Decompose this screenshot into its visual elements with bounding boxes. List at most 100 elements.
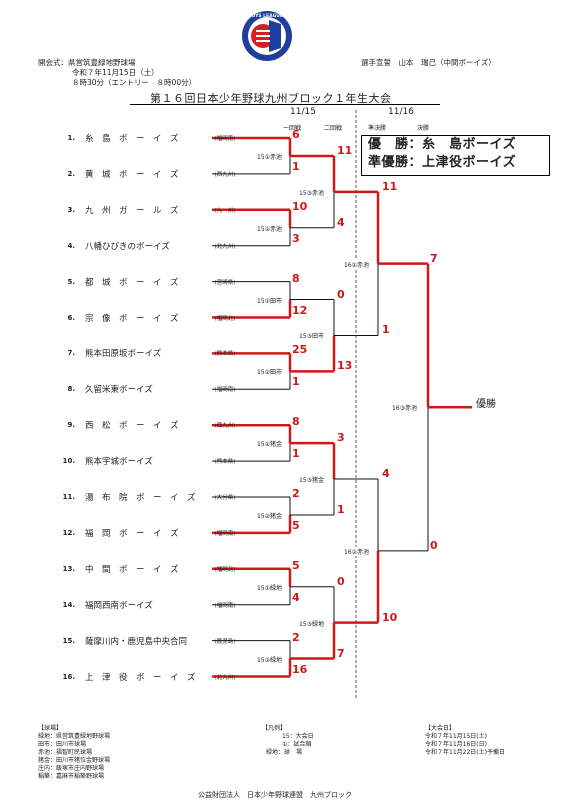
team-prefecture: (福岡南) xyxy=(214,602,236,609)
team-row: 14. 福岡西南ボーイズ (福岡南) xyxy=(55,599,243,611)
sf-venue: 16②赤池 xyxy=(344,546,370,556)
r2-venue: 15③田市 xyxy=(299,331,325,341)
team-prefecture: (福岡北) xyxy=(214,315,236,322)
r2-score: 0 xyxy=(337,574,345,588)
team-name: 宗 像 ボ ー イ ズ xyxy=(85,313,179,324)
r2-score: 4 xyxy=(337,215,345,229)
sf-score: 10 xyxy=(382,610,398,624)
team-number: 13. xyxy=(62,564,75,573)
footer-venue-item: 猪金：田川市猪位金野球場 xyxy=(38,757,111,764)
sf-venue: 16①赤池 xyxy=(344,259,370,269)
opening-date: 令和７年11月15日（土） xyxy=(72,68,159,77)
team-name: 糸 島 ボ ー イ ズ xyxy=(85,134,179,144)
team-number: 11. xyxy=(62,493,75,501)
runner-up-line: 準優勝：上津役ボーイズ xyxy=(368,155,517,170)
r1-venue: 15①赤池 xyxy=(257,151,283,161)
header-left: 開会式：県営筑豊緑地野球場 令和７年11月15日（土） ８時30分（エントリー … xyxy=(38,58,196,88)
team-name: 都 城 ボ ー イ ズ xyxy=(85,277,179,288)
logo-text: BOYS LEAGUE xyxy=(248,14,284,19)
team-row: 10.熊本宇城ボーイズ(熊本県) xyxy=(55,455,243,467)
team-number: 8. xyxy=(67,385,75,394)
team-row: 12.福 岡 ボ ー イ ズ(福岡南) xyxy=(55,527,243,539)
team-prefecture: (大分県) xyxy=(214,495,236,501)
winners-box: 優 勝：糸 島ボーイズ 準優勝：上津役ボーイズ xyxy=(361,135,550,176)
r1-score: 1 xyxy=(292,375,300,389)
team-prefecture: (九 州) xyxy=(214,207,236,214)
team-row: 5.都 城 ボ ー イ ズ(宮崎県) xyxy=(55,276,243,288)
team-prefecture: (北九州) xyxy=(214,243,236,250)
team-prefecture: (熊本県) xyxy=(214,351,236,358)
final-score: 7 xyxy=(430,251,438,265)
team-number: 10. xyxy=(62,457,75,466)
team-number: 7. xyxy=(67,349,75,358)
footer-legend-heading: 【凡例】 xyxy=(262,725,287,732)
round-label-sf: 準決勝 xyxy=(368,125,387,132)
team-row: 15.薩摩川内・鹿児島中央合同(鹿児島) xyxy=(55,635,243,647)
final-winner-label: 優勝 xyxy=(476,399,496,410)
team-row: 7.熊本田原坂ボーイズ(熊本県) xyxy=(55,347,243,359)
team-name: 福岡西南ボーイズ xyxy=(85,600,153,611)
team-row: 4.八幡ひびきのボーイズ(北九州) xyxy=(55,240,243,252)
r1-score: 2 xyxy=(292,630,300,644)
team-prefecture: (福岡南) xyxy=(214,387,236,394)
team-number: 3. xyxy=(67,205,75,214)
team-number: 6. xyxy=(67,313,75,322)
team-row: 2. 黄 城 ボ ー イ ズ (西九州) xyxy=(55,168,243,180)
team-name: 熊本宇城ボーイズ xyxy=(85,457,153,468)
team-row: 9.西 松 ボ ー イ ズ(西九州) xyxy=(55,419,243,431)
team-prefecture: (福岡南) xyxy=(214,136,236,142)
team-number: 15. xyxy=(62,636,75,645)
r1-score: 8 xyxy=(292,415,300,429)
r1-score: 8 xyxy=(292,271,300,285)
footer-venue-item: 赤池：福智町民球場 xyxy=(38,749,93,756)
footer-dates: 【大会日】 令和７年11月15日(土) 令和７年11月16日(日) 令和７年11… xyxy=(425,725,505,757)
r1-score: 5 xyxy=(292,518,300,532)
r1-score: 5 xyxy=(292,558,300,572)
team-number: 2. xyxy=(67,169,75,178)
team-row: 11.湯 布 院 ボ ー イ ズ(大分県) xyxy=(55,491,243,503)
team-name: 黄 城 ボ ー イ ズ xyxy=(85,169,179,180)
league-logo-icon xyxy=(242,11,292,61)
footer-legend-item: 15：大会日 xyxy=(282,733,314,740)
footer-venue-item: 庄内：飯塚市庄内野球場 xyxy=(38,765,105,772)
team-row: 1.糸 島 ボ ー イ ズ(福岡南) xyxy=(55,132,243,144)
team-name: 西 松 ボ ー イ ズ xyxy=(85,421,179,432)
sf-score: 4 xyxy=(382,467,390,481)
footer-dates-heading: 【大会日】 xyxy=(425,725,456,732)
team-row: 13.中 間 ボ ー イ ズ(福岡北) xyxy=(55,563,243,575)
team-name: 上 津 役 ボ ー イ ズ xyxy=(85,672,196,683)
team-prefecture: (福岡北) xyxy=(214,566,236,573)
r2-venue: 15③緑地 xyxy=(299,618,325,628)
r2-score: 0 xyxy=(337,287,345,301)
footer-date-item: 令和７年11月22日(土)予備日 xyxy=(425,749,505,756)
team-name: 九 州 ガ ー ル ズ xyxy=(85,205,179,216)
date-day1: 11/15 xyxy=(290,107,316,117)
team-prefecture: (西九州) xyxy=(214,423,236,430)
r1-venue: 15①猪金 xyxy=(257,439,283,449)
r1-score: 6 xyxy=(292,128,300,141)
r1-venue: 15②赤池 xyxy=(257,223,283,233)
team-row: 3. 九 州 ガ ー ル ズ (九 州) xyxy=(55,204,243,216)
r1-score: 10 xyxy=(292,199,308,213)
r1-score: 25 xyxy=(292,343,308,357)
team-number: 12. xyxy=(62,528,75,537)
team-number: 5. xyxy=(67,277,75,286)
team-row: 8.久留米東ボーイズ(福岡南) xyxy=(55,383,243,395)
footer-venue-item: 稲築：嘉麻市稲築野球場 xyxy=(38,773,105,780)
league-logo xyxy=(241,10,293,62)
footer-venue-item: 緑地：県営筑豊緑地野球場 xyxy=(38,733,111,740)
header-right: 選手宣誓 山本 瑞己（中間ボーイズ） xyxy=(361,58,496,67)
footer-organization: 公益財団法人 日本少年野球連盟 九州ブロック xyxy=(198,791,352,799)
team-number: 14. xyxy=(62,600,75,609)
footer-venues: 【球場】 緑地：県営筑豊緑地野球場 田市：田川市球場 赤池：福智町民球場 猪金：… xyxy=(38,725,110,781)
r1-score: 12 xyxy=(292,303,308,317)
final-score: 0 xyxy=(430,538,438,552)
r1-score: 16 xyxy=(292,662,308,676)
footer-venue-item: 田市：田川市球場 xyxy=(38,741,87,748)
r1-venue: 15①田市 xyxy=(257,295,283,305)
team-prefecture: (西九州) xyxy=(214,171,236,178)
r1-score: 3 xyxy=(292,231,300,245)
r2-score: 13 xyxy=(337,359,353,373)
r2-venue: 15③猪金 xyxy=(299,475,325,485)
